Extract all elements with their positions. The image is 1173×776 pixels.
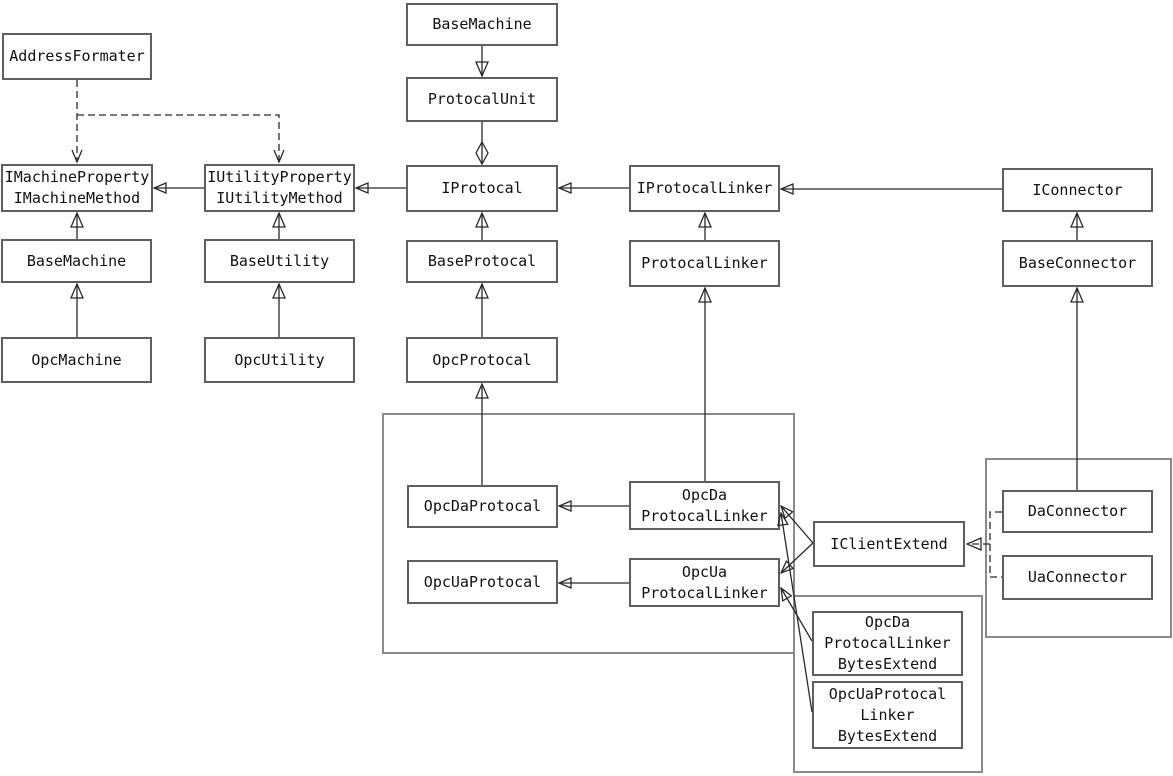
node-da-connector: DaConnector <box>1002 490 1153 533</box>
node-opc-ua-linker-bytes-extend: OpcUaProtocal Linker BytesExtend <box>812 681 963 749</box>
node-base-machine-top: BaseMachine <box>406 3 558 46</box>
node-opc-utility: OpcUtility <box>204 337 355 383</box>
node-iconnector: IConnector <box>1002 168 1153 212</box>
node-base-connector: BaseConnector <box>1002 240 1153 287</box>
frame-connector-group <box>985 458 1172 638</box>
edge-addressformater-iutility <box>77 114 279 162</box>
node-imachine-property-method: IMachineProperty IMachineMethod <box>1 164 153 212</box>
node-iprotocal-linker: IProtocalLinker <box>629 165 780 212</box>
node-opc-machine: OpcMachine <box>1 337 152 383</box>
node-base-protocal: BaseProtocal <box>406 240 558 283</box>
node-opc-protocal: OpcProtocal <box>406 337 558 383</box>
node-opc-da-linker-bytes-extend: OpcDa ProtocalLinker BytesExtend <box>812 611 963 676</box>
node-base-machine: BaseMachine <box>1 239 152 283</box>
node-address-formater: AddressFormater <box>2 33 152 80</box>
node-iclient-extend: IClientExtend <box>813 521 965 567</box>
node-opc-da-protocal-linker: OpcDa ProtocalLinker <box>629 481 780 530</box>
node-iprotocal: IProtocal <box>406 165 558 212</box>
node-iutility-property-method: IUtilityProperty IUtilityMethod <box>204 164 355 212</box>
node-base-utility: BaseUtility <box>204 239 355 283</box>
node-ua-connector: UaConnector <box>1002 555 1153 600</box>
node-opc-ua-protocal-linker: OpcUa ProtocalLinker <box>629 558 780 607</box>
node-opc-ua-protocal: OpcUaProtocal <box>407 560 558 604</box>
node-protocal-unit: ProtocalUnit <box>406 77 558 122</box>
node-protocal-linker: ProtocalLinker <box>629 240 780 287</box>
node-opc-da-protocal: OpcDaProtocal <box>407 485 558 528</box>
frame-opc-protocal-linker-group <box>382 413 795 654</box>
